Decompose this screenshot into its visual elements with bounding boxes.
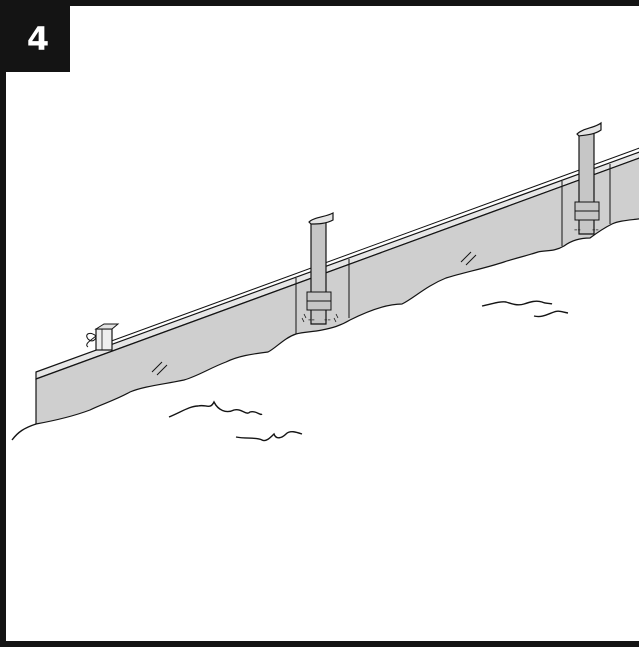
step-number: 4: [26, 20, 50, 58]
stake-label-mark: ≡≡: [324, 317, 331, 322]
guide-string: [105, 147, 639, 344]
stake-label-mark: ≡≡: [592, 227, 599, 232]
grass-tuft-icon: [533, 310, 569, 318]
stake-label-mark: ≡≡: [574, 227, 581, 232]
step-number-badge: 4: [6, 6, 70, 72]
reflection-mark: [151, 361, 168, 376]
grass-tuft-icon: [235, 431, 303, 442]
grass-tuft-icon: [481, 300, 553, 307]
edging-strip-icon: [35, 151, 639, 425]
corner-post-icon: [86, 323, 120, 351]
ground-line-icon: [11, 423, 37, 441]
support-stake-icon: ≡≡ ≡≡: [574, 121, 602, 235]
reflection-mark: [460, 251, 477, 266]
edging-top-edge: [35, 151, 639, 380]
lawn-edging-illustration: ≡≡ ≡≡ ≡≡ ≡≡: [11, 121, 639, 442]
grass-tuft-icon: [168, 400, 263, 418]
support-stake-icon: ≡≡ ≡≡: [301, 211, 339, 325]
tie-string-icon: [86, 332, 97, 348]
stake-label-mark: ≡≡: [308, 317, 315, 322]
edging-face: [35, 157, 639, 425]
